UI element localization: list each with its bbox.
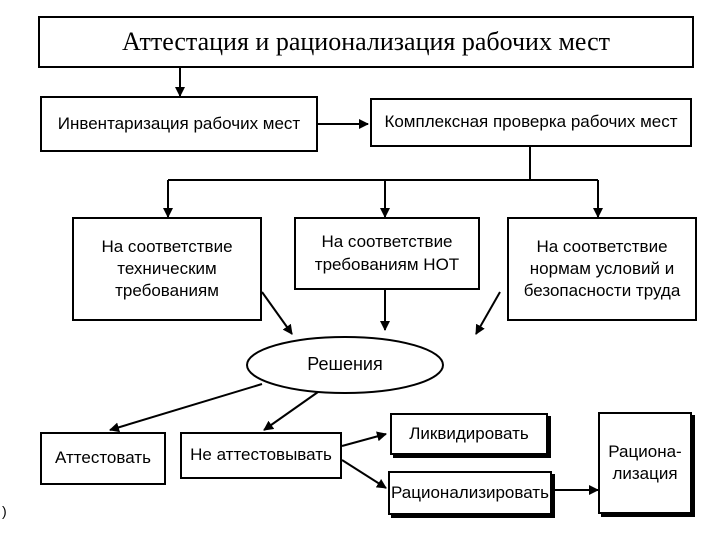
- rationalize-text: Рационализировать: [391, 482, 549, 502]
- arrow-check3-to-decisions: [475, 291, 501, 335]
- inventory-box: Инвентаризация рабочих мест: [40, 96, 318, 152]
- arrow-not-certify-to-liquidate: [341, 431, 387, 447]
- liquidate-text: Ликвидировать: [409, 423, 529, 443]
- check-technical-text: На соответствие техническим требованиям: [101, 236, 233, 301]
- inventory-text: Инвентаризация рабочих мест: [57, 113, 301, 133]
- check-safety-text: На соответствие нормам условий и безопас…: [523, 236, 681, 301]
- check-not-text: На соответствие требованиям НОТ: [314, 232, 460, 274]
- rationalization-text: Рациона- лизация: [608, 441, 682, 483]
- title-text: Аттестация и рационализация рабочих мест: [121, 27, 611, 57]
- certify-text: Аттестовать: [55, 448, 151, 468]
- arrow-check1-to-decisions: [261, 291, 293, 335]
- not-certify-box: Не аттестовывать: [180, 432, 342, 479]
- not-certify-text: Не аттестовывать: [190, 445, 332, 465]
- title-box: Аттестация и рационализация рабочих мест: [38, 16, 694, 68]
- check-safety-box: На соответствие нормам условий и безопас…: [507, 217, 697, 321]
- check-technical-box: На соответствие техническим требованиям: [72, 217, 262, 321]
- certify-box: Аттестовать: [40, 432, 166, 485]
- rationalization-box: Рациона- лизация: [598, 412, 692, 514]
- decisions-label: Решения: [307, 354, 383, 374]
- stray-mark: ): [2, 503, 7, 519]
- arrow-decisions-to-not-certify: [263, 391, 319, 431]
- rationalize-box: Рационализировать: [388, 471, 552, 515]
- arrow-decisions-to-certify: [109, 383, 263, 433]
- decisions-ellipse: [246, 336, 444, 394]
- arrow-not-certify-to-rationalize: [341, 459, 387, 489]
- complex-check-text: Комплексная проверка рабочих мест: [384, 112, 678, 132]
- check-not-box: На соответствие требованиям НОТ: [294, 217, 480, 290]
- liquidate-box: Ликвидировать: [390, 413, 548, 455]
- complex-check-box: Комплексная проверка рабочих мест: [370, 98, 692, 147]
